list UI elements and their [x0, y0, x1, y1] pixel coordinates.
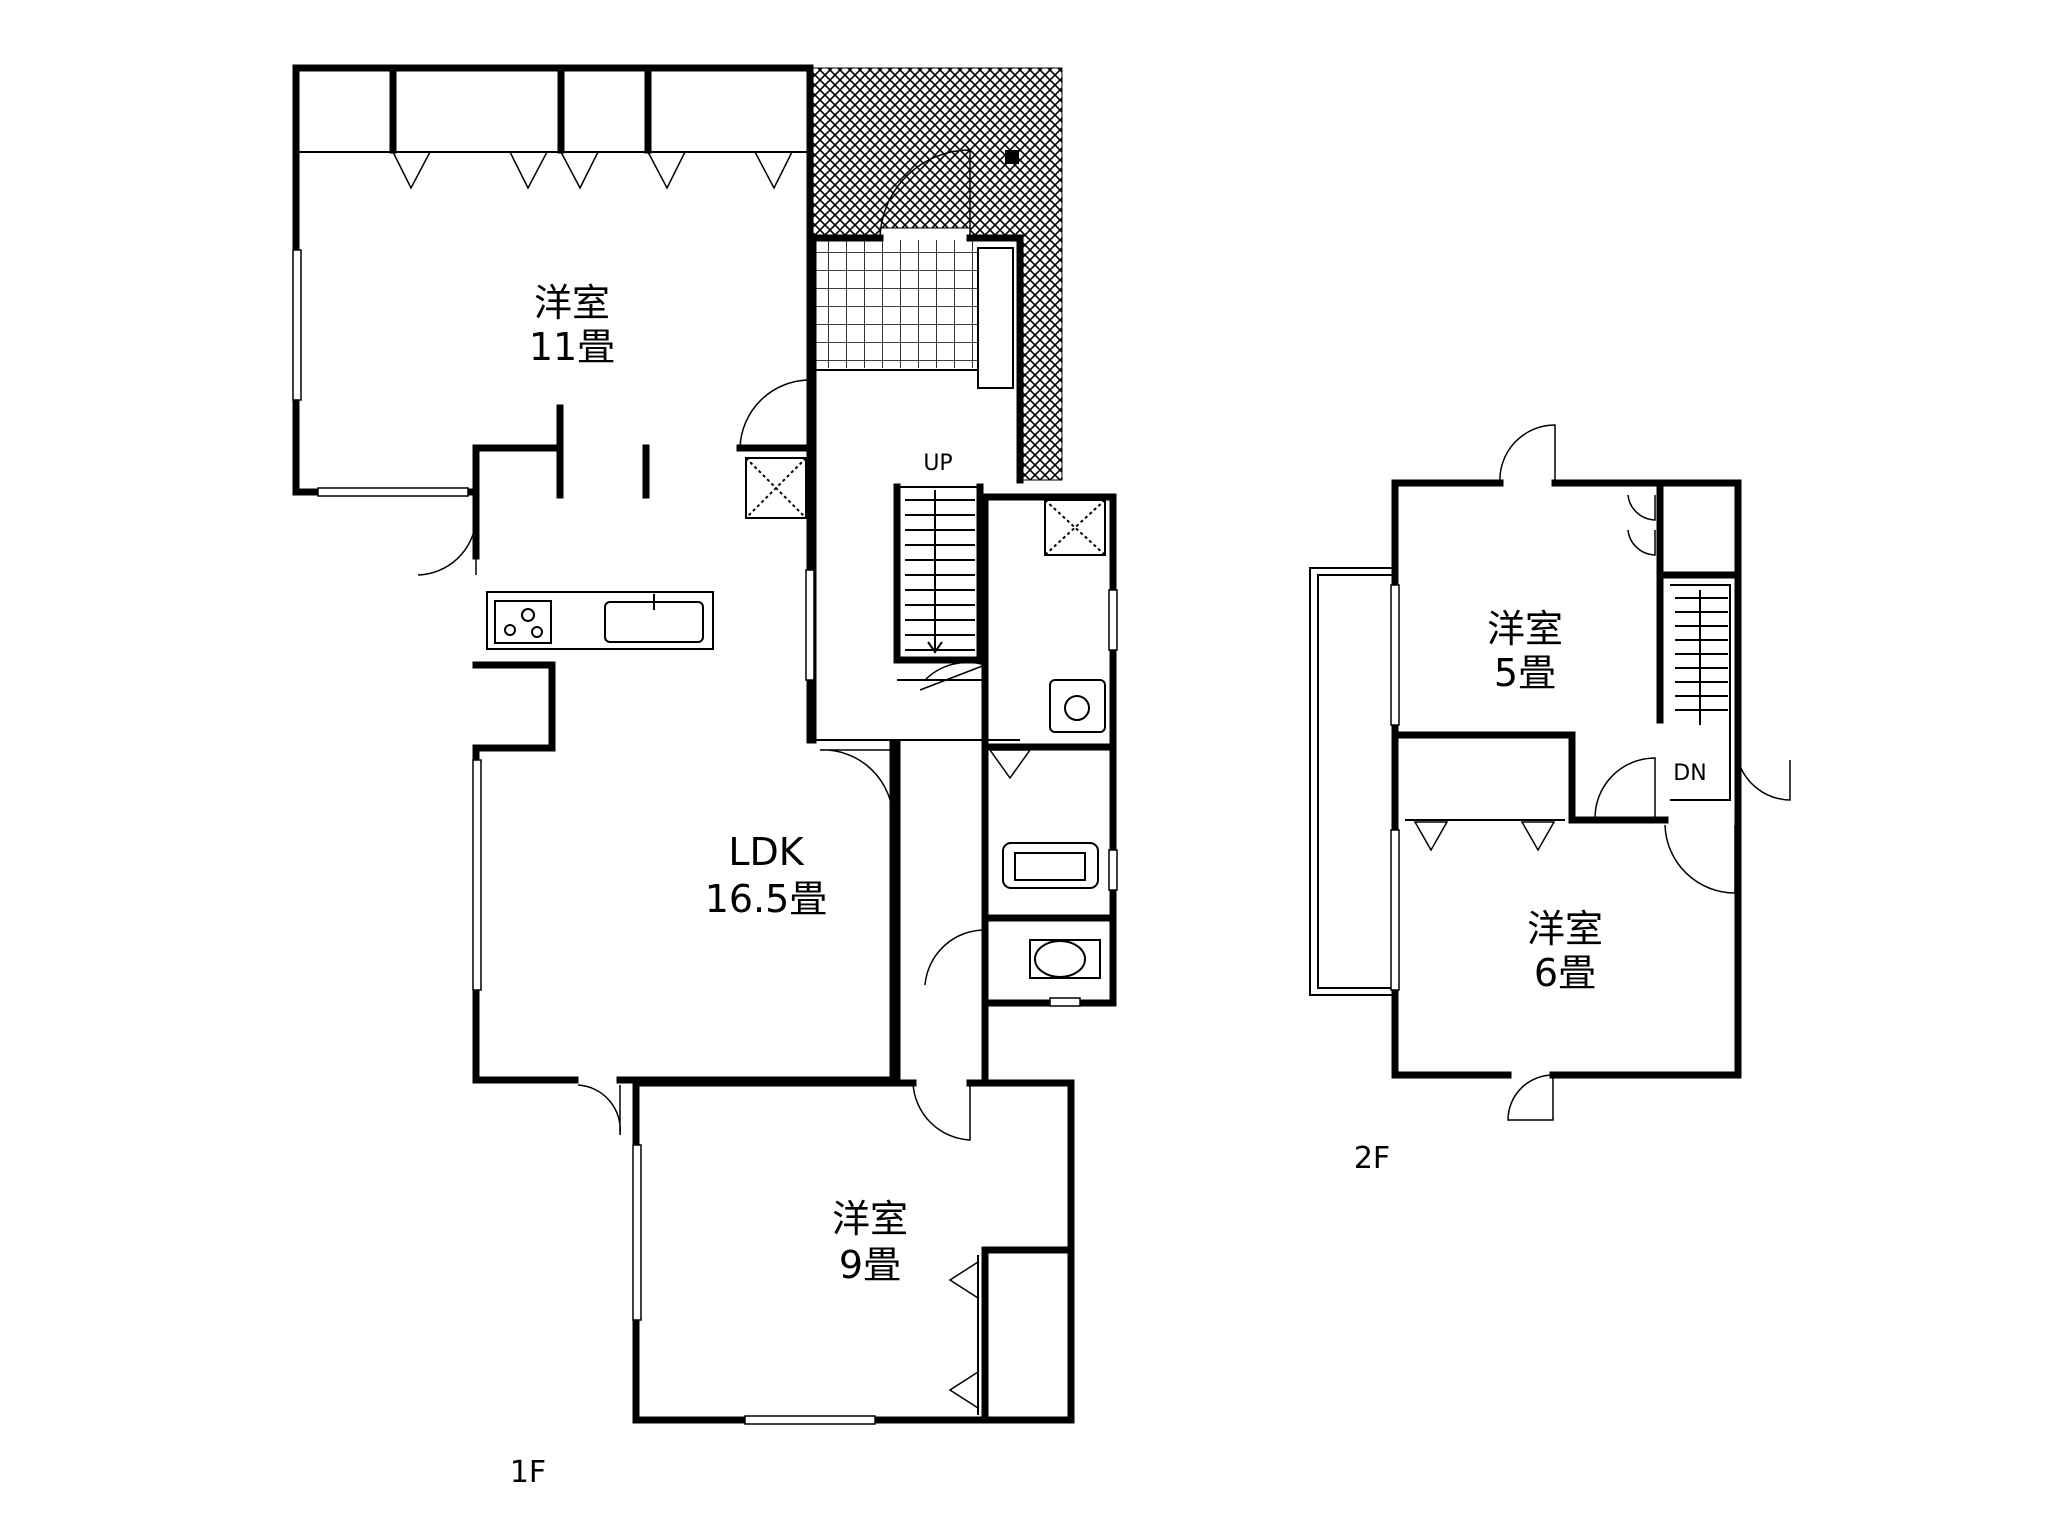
room-size-western-9: 9畳 — [839, 1243, 901, 1287]
room-ldk — [417, 414, 897, 1136]
floor-label-1f: 1F — [510, 1455, 546, 1490]
room-size-ldk: 16.5畳 — [705, 877, 828, 921]
wet-area — [924, 493, 1118, 1007]
entry-hall — [809, 149, 1024, 744]
staircase-2f — [1670, 584, 1731, 801]
corridor-1f — [893, 661, 989, 1084]
porch-column — [1005, 150, 1019, 164]
second-floor: 洋室 5畳 洋室 6畳 DN 2F — [1309, 424, 1791, 1176]
room-size-western-11: 11畳 — [529, 325, 615, 369]
balcony — [1309, 567, 1395, 996]
first-floor: 洋室 11畳 LDK 16.5畳 洋室 9畳 UP 1F — [292, 64, 1118, 1490]
floor-label-2f: 2F — [1354, 1141, 1390, 1176]
stair-label-dn: DN — [1673, 761, 1706, 786]
stair-label-up: UP — [923, 451, 952, 476]
room-size-western-6: 6畳 — [1534, 951, 1596, 995]
room-western-9 — [632, 1079, 1075, 1425]
entrance-floor — [813, 240, 978, 368]
room-label-western-5: 洋室 — [1487, 607, 1563, 651]
room-label-western-6: 洋室 — [1527, 907, 1603, 951]
staircase-1f — [893, 483, 984, 664]
room-label-western-11: 洋室 — [534, 281, 610, 325]
room-size-western-5: 5畳 — [1494, 651, 1556, 695]
room-label-western-9: 洋室 — [832, 1197, 908, 1241]
room-label-ldk: LDK — [728, 830, 804, 874]
